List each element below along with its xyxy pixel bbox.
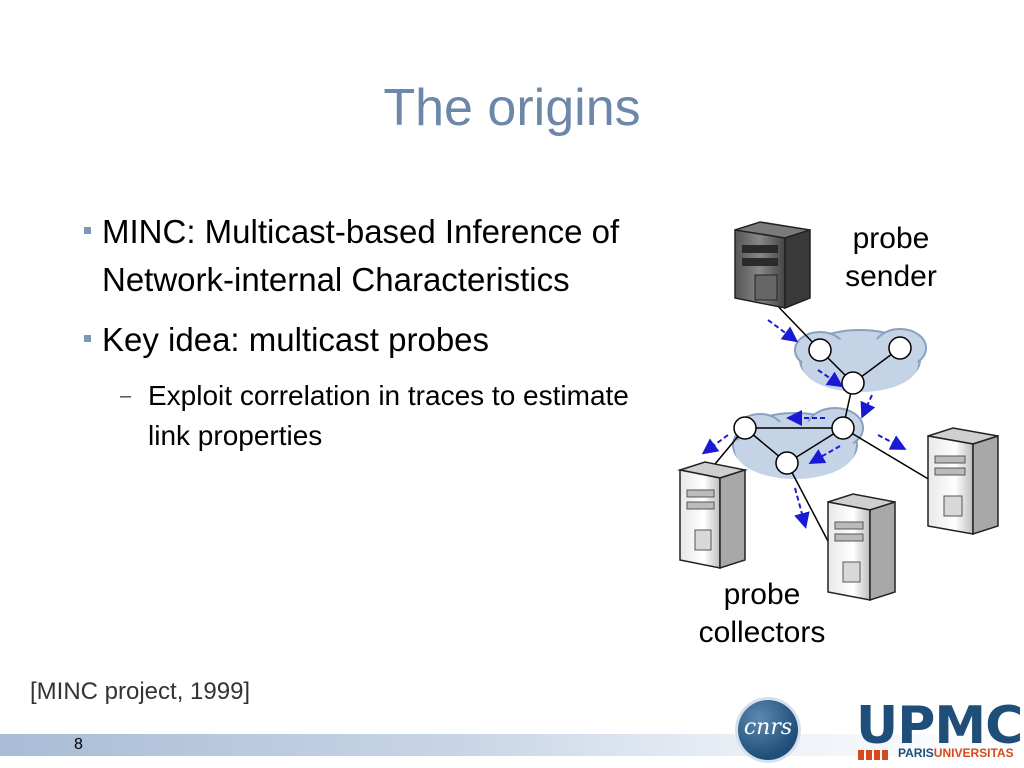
probe-arrow <box>701 434 729 455</box>
probe-collectors-label: probe collectors <box>682 576 842 652</box>
bullet-square-icon <box>84 335 91 342</box>
router-node <box>841 371 865 395</box>
universitas-text: UNIVERSITAS <box>933 746 1014 760</box>
probe-arrow <box>817 369 844 388</box>
router-node <box>733 416 757 440</box>
probe-collectors-label-line1: probe <box>723 578 801 611</box>
router-node <box>775 451 799 475</box>
probe-arrow <box>860 394 876 419</box>
probe-arrows <box>701 319 907 529</box>
router-nodes <box>733 336 912 475</box>
upmc-logo: UPMC <box>856 696 1023 756</box>
probe-collector-server-icon <box>827 493 896 602</box>
probe-arrow <box>767 319 799 343</box>
sub-bullet-exploit: – Exploit correlation in traces to estim… <box>120 376 640 456</box>
probe-collector-server-icon <box>677 461 748 570</box>
multicast-diagram <box>677 221 999 602</box>
probe-collector-server-icon <box>927 427 999 536</box>
probe-collectors-label-line2: collectors <box>698 616 826 649</box>
probe-sender-label-line2: sender <box>845 260 937 293</box>
bullet-square-icon <box>84 227 91 234</box>
probe-arrow <box>808 445 841 464</box>
router-node <box>808 338 832 362</box>
probe-sender-label-line1: probe <box>852 222 930 255</box>
bullet-text: Key idea: multicast probes <box>102 321 490 358</box>
probe-sender-server-icon <box>734 221 811 310</box>
bullet-list: MINC: Multicast-based Inference of Netwo… <box>80 208 640 456</box>
bullet-key-idea: Key idea: multicast probes <box>80 316 640 364</box>
sub-bullet-text: Exploit correlation in traces to estimat… <box>148 380 629 451</box>
slide-title: The origins <box>383 79 641 137</box>
probe-arrow <box>877 434 907 450</box>
bullet-text: MINC: Multicast-based Inference of Netwo… <box>102 213 620 298</box>
paris-text: PARIS <box>898 746 934 760</box>
router-node <box>831 416 855 440</box>
citation: [MINC project, 1999] <box>30 678 251 705</box>
probe-arrow <box>794 487 810 529</box>
cnrs-logo: cnrs <box>738 700 798 760</box>
router-node <box>888 336 912 360</box>
upmc-logo-bars-icon <box>858 747 894 760</box>
probe-sender-label: probe sender <box>832 220 950 296</box>
page-number: 8 <box>74 736 83 753</box>
dash-bullet-icon: – <box>120 385 132 407</box>
paris-universitas-text: PARISUNIVERSITAS <box>898 746 1014 760</box>
cnrs-logo-text: cnrs <box>743 715 793 740</box>
bullet-minc: MINC: Multicast-based Inference of Netwo… <box>80 208 640 304</box>
